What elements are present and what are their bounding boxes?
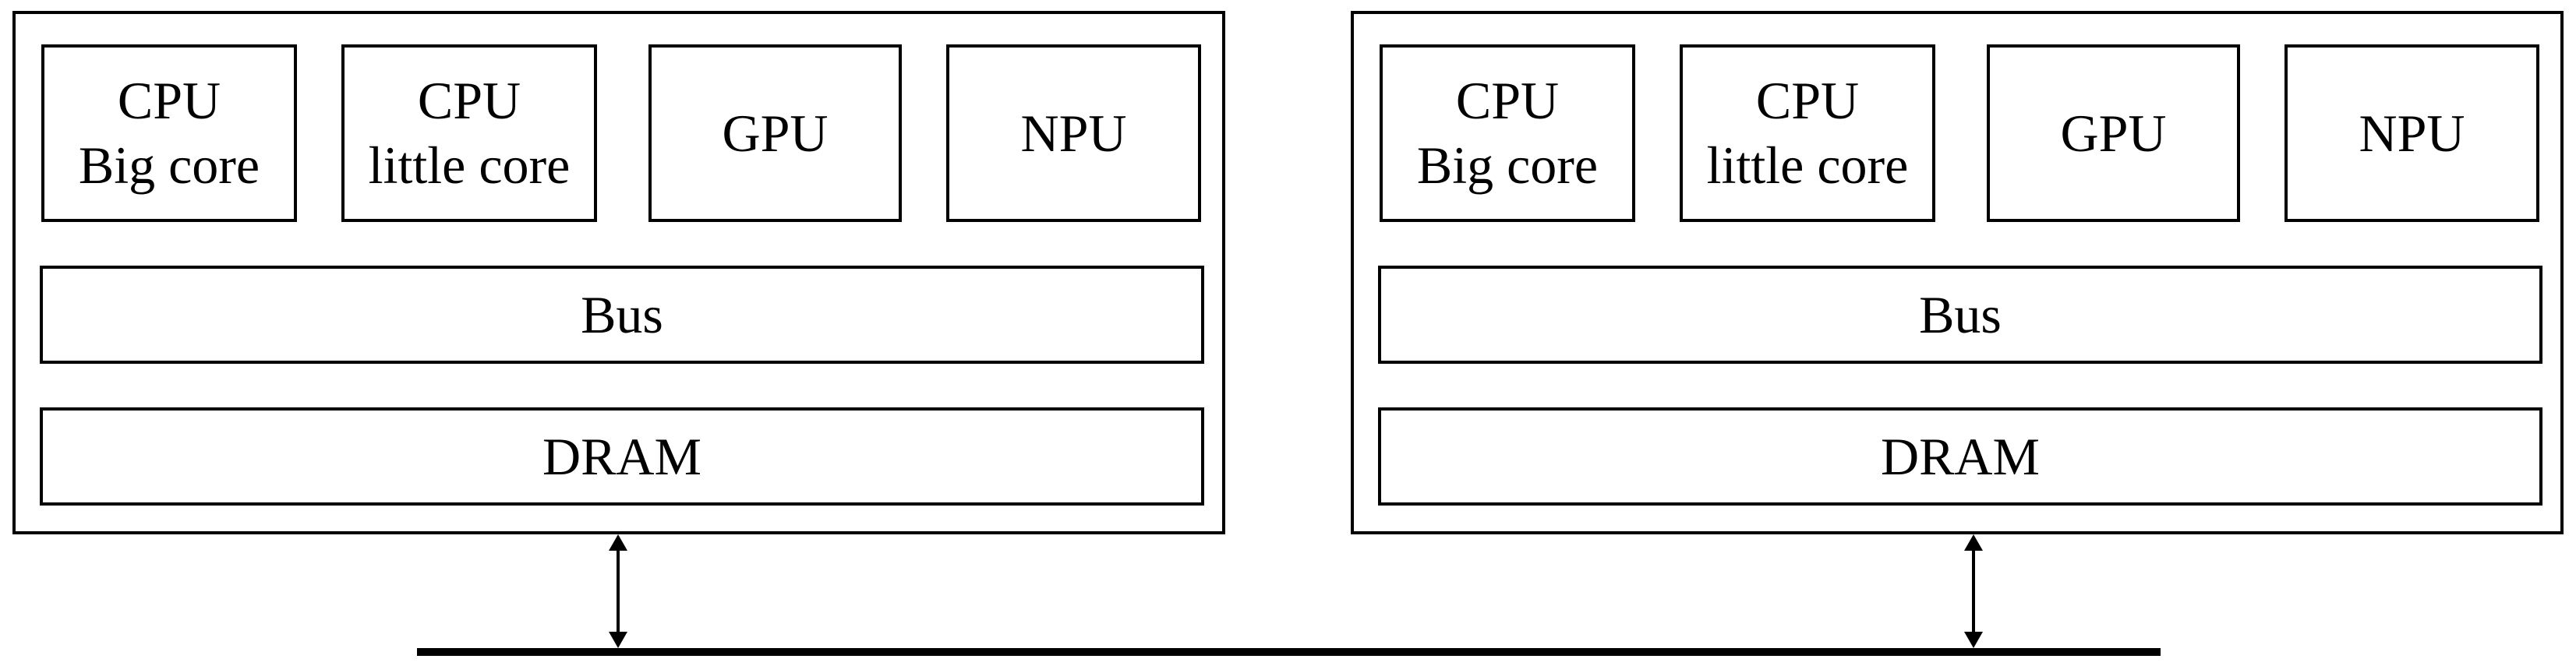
double-arrow-connector-2: [1964, 534, 1983, 648]
gpu-box: GPU: [1987, 44, 2240, 222]
cpu-little-core-box: CPU little core: [1680, 44, 1935, 222]
npu-box: NPU: [946, 44, 1201, 222]
arrow-shaft: [1972, 547, 1975, 636]
soc-chip-2: CPU Big core CPU little core GPU NPU Bus…: [1351, 11, 2564, 534]
cpu-little-core-box: CPU little core: [341, 44, 597, 222]
arrow-shaft: [617, 547, 620, 636]
dram-box: DRAM: [40, 407, 1204, 506]
arrow-down-icon: [609, 632, 627, 648]
cpu-big-core-box: CPU Big core: [41, 44, 297, 222]
double-arrow-connector-1: [609, 534, 627, 648]
bus-box: Bus: [1378, 266, 2542, 364]
arrow-up-icon: [1964, 534, 1983, 551]
bus-box: Bus: [40, 266, 1204, 364]
arrow-up-icon: [609, 534, 627, 551]
dram-box: DRAM: [1378, 407, 2542, 506]
cpu-big-core-box: CPU Big core: [1380, 44, 1635, 222]
gpu-box: GPU: [648, 44, 902, 222]
soc-chip-1: CPU Big core CPU little core GPU NPU Bus…: [12, 11, 1225, 534]
npu-box: NPU: [2284, 44, 2539, 222]
shared-interconnect-line: [417, 648, 2161, 656]
arrow-down-icon: [1964, 632, 1983, 648]
